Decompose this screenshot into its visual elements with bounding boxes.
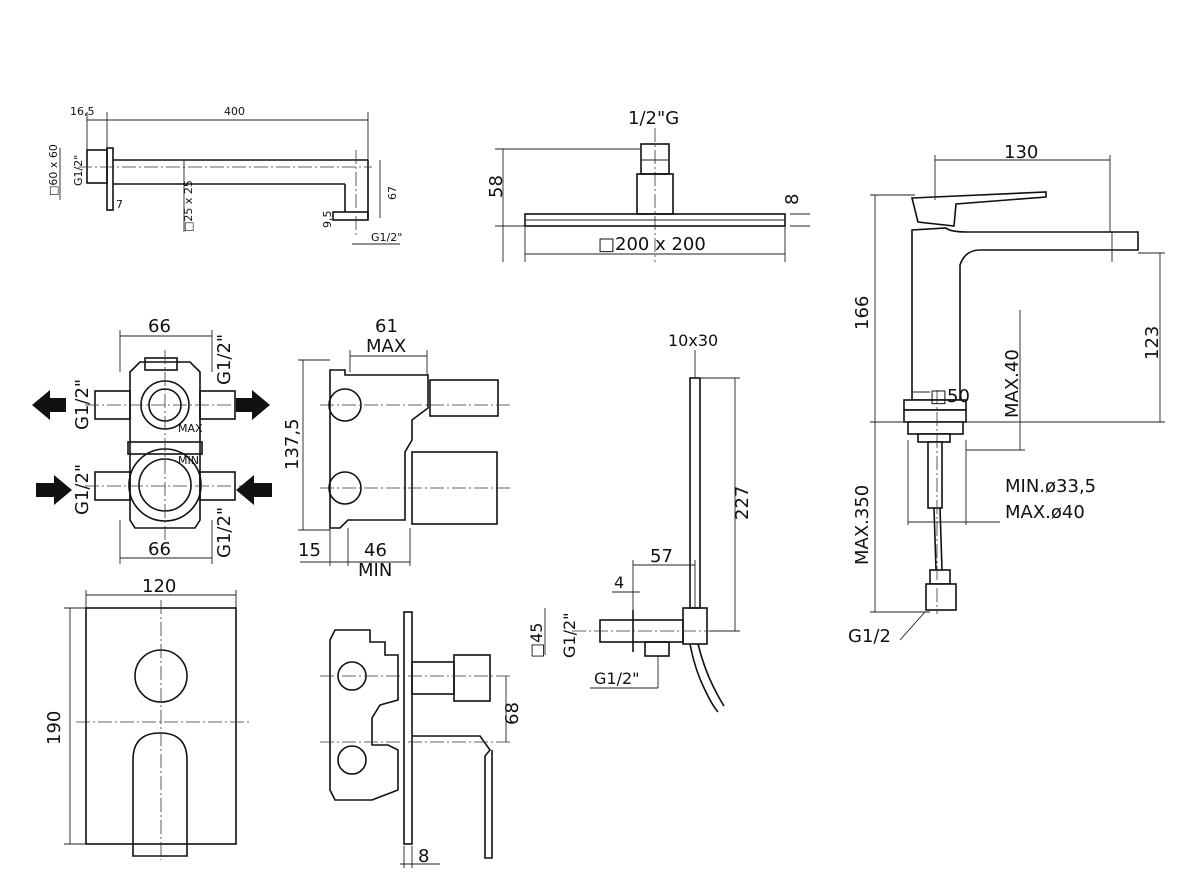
box-width-bottom: 66 [148,539,171,560]
handshower-dim-4: 4 [614,573,624,592]
arrow-left-in-icon [236,475,272,505]
mixer-deck-size: □50 [930,386,970,407]
mixer-hose-length: MAX.350 [852,485,873,565]
box-port-top-left: G1/2" [72,379,93,430]
arrow-right-out-icon [236,390,270,420]
concealed-box-side: 61 MAX 137,5 15 46 MIN [282,316,510,581]
head-thread: 1/2"G [628,108,679,129]
plate-width: 120 [142,576,176,597]
mixer-connection: G1/2 [848,626,891,647]
side-dim-46: 46 [364,540,387,561]
arrow-right-in-icon [36,475,72,505]
arrow-left-out-icon [32,390,66,420]
handshower-length: 227 [732,486,753,520]
box-port-top-right: G1/2" [214,334,235,385]
plate-height: 190 [44,711,65,745]
side-min-label: MIN [358,560,392,581]
handshower-outlet: G1/2" [594,669,640,688]
dim-25x25: □25 x 25 [182,180,195,232]
shower-arm-drawing: 16,5 400 □60 x 60 G1/2" 7 □25 x 25 9,5 6… [47,105,402,245]
mixer-section-view: 68 8 [320,611,523,868]
section-dim-8: 8 [418,846,429,867]
shower-head-drawing: 1/2"G 58 8 □200 x 200 [486,108,810,262]
box-port-bottom-right: G1/2" [214,507,235,558]
handshower-dim-57: 57 [650,546,673,567]
concealed-box-front: MAX MIN 66 66 G1/2" G1/2" G1/2" G1/2" [32,316,272,564]
dim-7: 7 [116,198,123,211]
side-height: 137,5 [282,418,303,470]
dim-arm-outlet-thread: G1/2" [371,231,402,244]
side-max-label: MAX [366,336,406,357]
dim-16-5: 16,5 [70,105,95,118]
head-size: □200 x 200 [598,234,706,255]
mixer-spout-height: 123 [1142,326,1163,360]
dim-60x60: □60 x 60 [47,144,60,196]
mixer-min-hole: MIN.ø33,5 [1005,476,1096,497]
side-depth: 61 [375,316,398,337]
box-port-bottom-left: G1/2" [72,464,93,515]
cover-plate-drawing: 120 190 [44,576,250,860]
handshower-square: □45 [527,623,546,658]
mixer-max-hole: MAX.ø40 [1005,502,1085,523]
mixer-max-deck: MAX.40 [1002,349,1023,418]
handshower-drawing: 10x30 227 57 4 □45 G1/2" G1/2" [527,331,753,713]
mixer-height: 166 [852,296,873,330]
dim-400: 400 [224,105,245,118]
basin-mixer-drawing: 130 166 123 □50 MAX.40 MIN.ø33,5 MAX.ø40… [848,142,1165,647]
box-width-top: 66 [148,316,171,337]
dim-67: 67 [386,186,399,200]
head-thickness: 8 [782,194,803,205]
box-mark-min: MIN [178,454,199,467]
handshower-size: 10x30 [668,331,718,350]
handshower-thread: G1/2" [560,612,579,658]
mixer-width: 130 [1004,142,1038,163]
box-mark-max: MAX [178,422,203,435]
dim-9-5: 9,5 [321,211,334,229]
section-dim-68: 68 [502,702,523,725]
head-height: 58 [486,175,507,198]
dim-arm-thread: G1/2" [72,155,85,186]
side-dim-15: 15 [298,540,321,561]
